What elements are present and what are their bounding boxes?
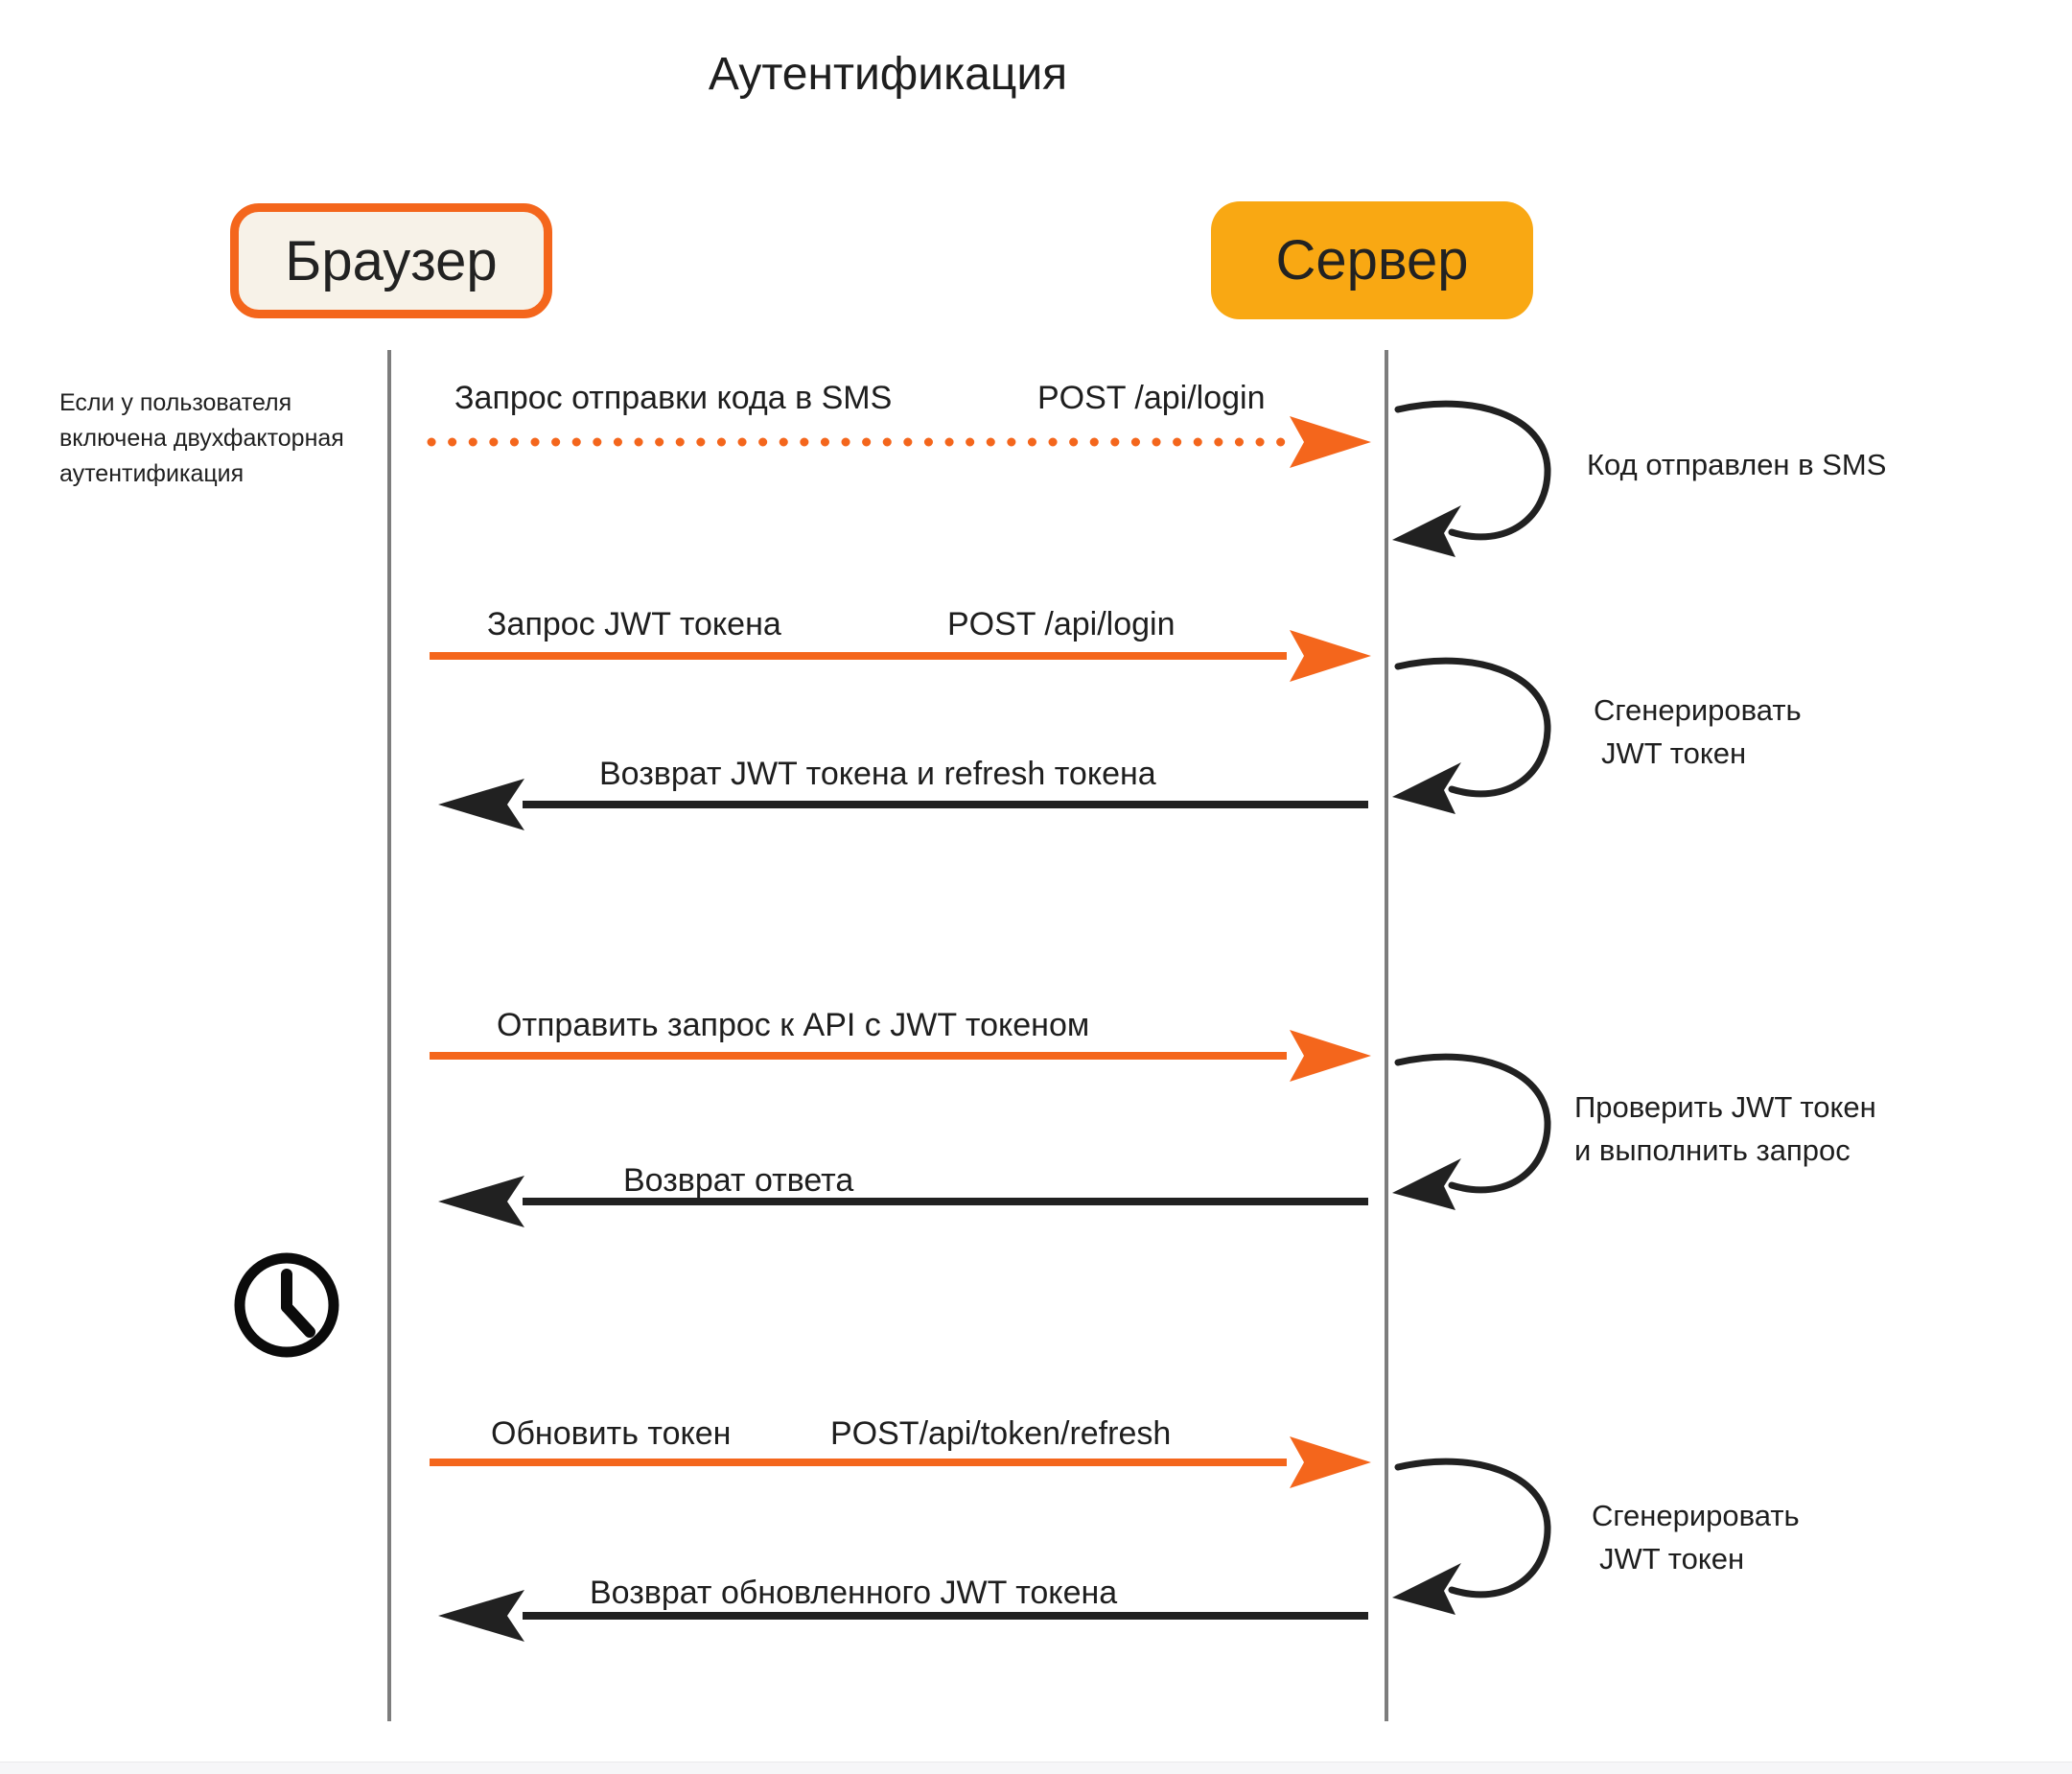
server-action-4-line-2: JWT токен	[1599, 1542, 1745, 1576]
server-loop-4	[1392, 1458, 1551, 1615]
server-loop-1	[1392, 400, 1551, 557]
diagram-title: Аутентификация	[708, 49, 1068, 100]
note-line-1: Если у пользователя	[59, 389, 292, 416]
two-factor-note: Если у пользователя включена двухфакторн…	[59, 385, 344, 492]
message-6-label: Обновить токен	[491, 1415, 732, 1452]
server-loop-2	[1392, 657, 1551, 814]
message-1-arrow-dotted-right	[427, 416, 1371, 468]
message-3-label: Возврат JWT токена и refresh токена	[599, 756, 1156, 792]
note-line-3: аутентификация	[59, 460, 244, 487]
message-1-method: POST /api/login	[1037, 380, 1266, 416]
message-7-label: Возврат обновленного JWT токена	[590, 1575, 1118, 1611]
server-lifeline	[1385, 350, 1388, 1721]
clock-icon	[234, 1252, 339, 1358]
server-action-4: Сгенерировать JWT токен	[1592, 1494, 1800, 1580]
actor-server: Сервер	[1211, 201, 1533, 319]
server-action-4-line-1: Сгенерировать	[1592, 1499, 1800, 1532]
note-line-2: включена двухфакторная	[59, 425, 344, 452]
message-5-arrow-left	[438, 1176, 1368, 1227]
message-2-method: POST /api/login	[947, 606, 1176, 642]
server-action-2-line-1: Сгенерировать	[1594, 693, 1802, 727]
server-loop-3	[1392, 1053, 1551, 1210]
server-action-1: Код отправлен в SMS	[1587, 443, 1886, 486]
message-5-label: Возврат ответа	[623, 1162, 854, 1199]
message-3-arrow-left	[438, 779, 1368, 830]
message-7-arrow-left	[438, 1590, 1368, 1642]
message-4-arrow-right	[430, 1030, 1371, 1082]
actor-server-label: Сервер	[1275, 229, 1469, 292]
server-action-1-line-1: Код отправлен в SMS	[1587, 448, 1887, 481]
message-2-arrow-right	[430, 630, 1371, 682]
server-action-2-line-2: JWT токен	[1601, 736, 1747, 770]
message-6-arrow-right	[430, 1436, 1371, 1488]
message-4-label: Отправить запрос к API с JWT токеном	[497, 1007, 1090, 1043]
browser-lifeline	[387, 350, 391, 1721]
message-6-method: POST/api/token/refresh	[830, 1415, 1172, 1452]
server-action-3-line-1: Проверить JWT токен	[1574, 1090, 1876, 1124]
server-action-3: Проверить JWT токен и выполнить запрос	[1574, 1085, 1876, 1172]
server-action-3-line-2: и выполнить запрос	[1574, 1133, 1851, 1167]
actor-browser-label: Браузер	[285, 229, 498, 292]
server-action-2: Сгенерировать JWT токен	[1594, 689, 1802, 775]
actor-browser: Браузер	[230, 203, 552, 318]
message-2-label: Запрос JWT токена	[487, 606, 781, 642]
message-1-label: Запрос отправки кода в SMS	[454, 380, 893, 416]
bottom-strip	[0, 1762, 2072, 1774]
